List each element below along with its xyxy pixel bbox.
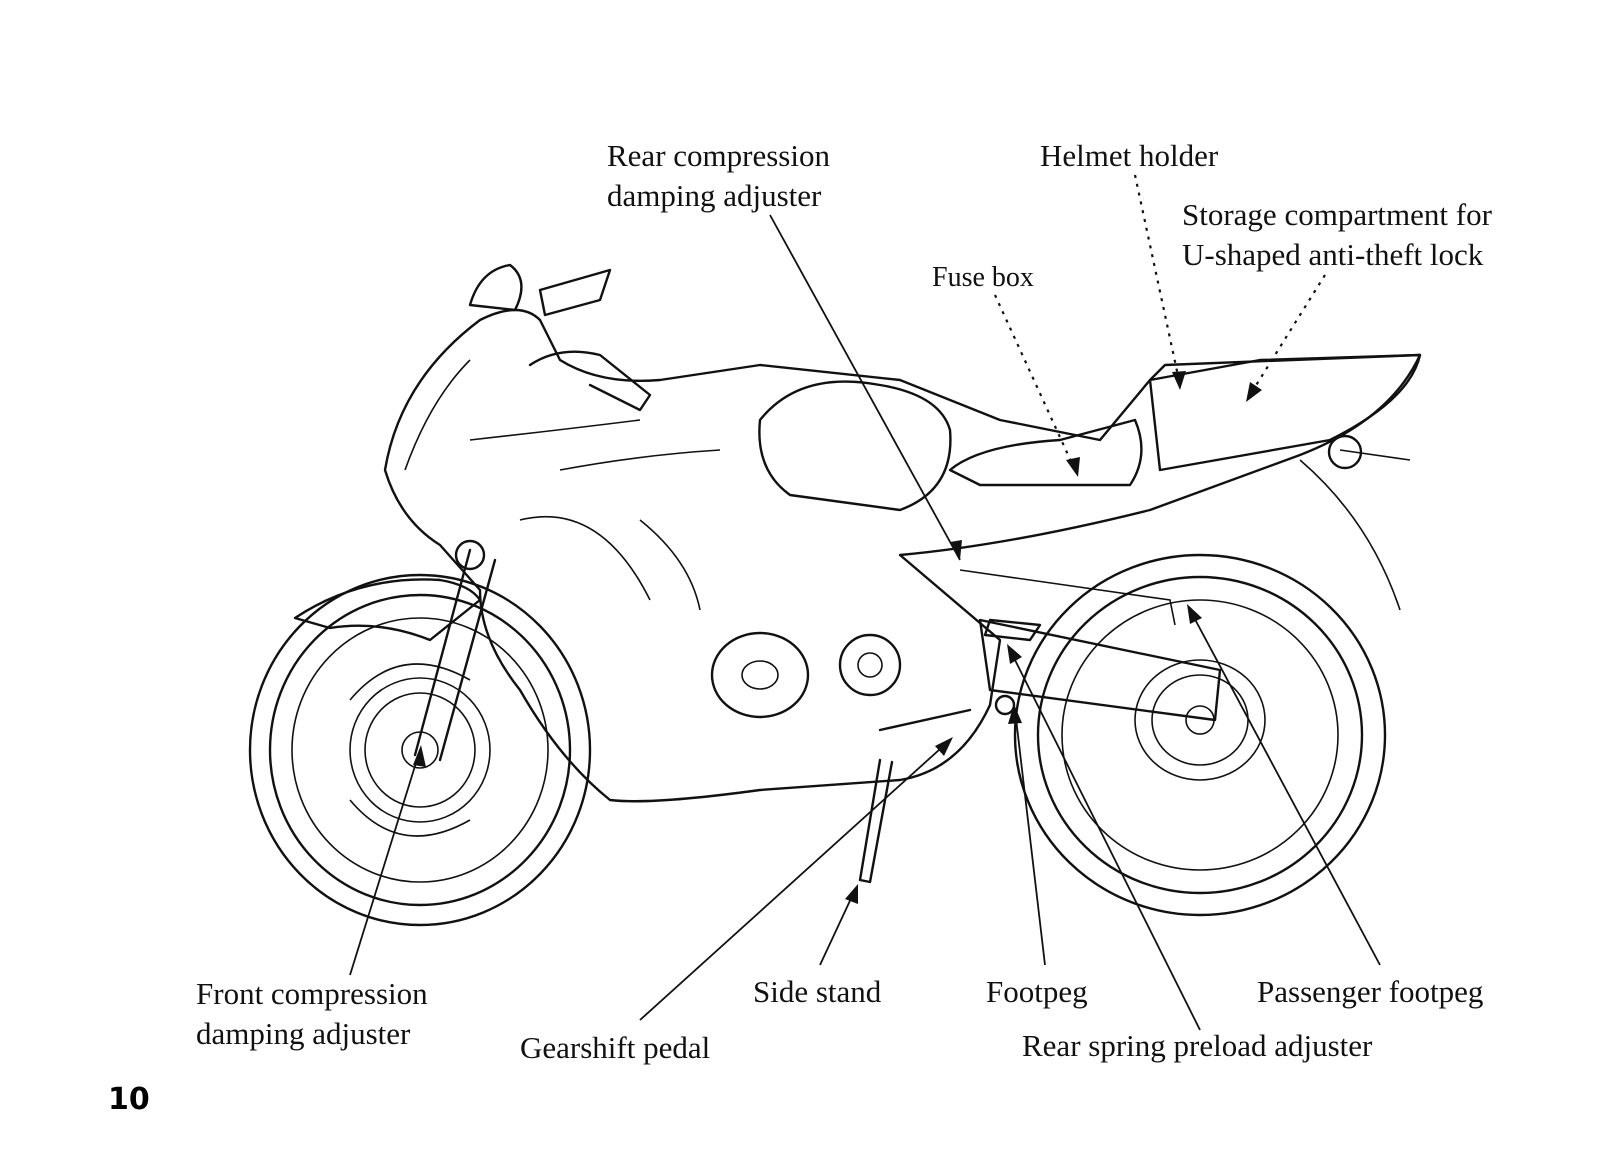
mirror <box>468 263 612 317</box>
handlebar <box>528 350 652 412</box>
leader-fuse-box <box>993 294 1077 471</box>
side-stand-shape <box>858 758 894 884</box>
front-wheel <box>248 573 592 927</box>
label-front-compression: Front compression damping adjuster <box>196 976 428 1051</box>
label-gearshift-pedal: Gearshift pedal <box>520 1030 711 1065</box>
label-fuse-box: Fuse box <box>932 262 1034 293</box>
page-number: 10 <box>108 1082 150 1117</box>
label-storage-compartment: Storage compartment for U-shaped anti-th… <box>1182 197 1492 272</box>
engine-cover <box>710 631 810 719</box>
leader-front-compression <box>349 749 421 976</box>
label-rear-spring-preload: Rear spring preload adjuster <box>1022 1028 1373 1063</box>
leader-passenger-footpeg <box>1189 609 1381 966</box>
tail-section <box>1148 353 1422 472</box>
seat <box>948 418 1143 487</box>
front-fender <box>293 578 482 642</box>
front-fork <box>413 548 497 762</box>
leader-side-stand <box>819 889 856 966</box>
label-footpeg: Footpeg <box>986 974 1088 1009</box>
swingarm <box>978 618 1222 722</box>
leader-rear-spring <box>1009 649 1201 1031</box>
rear-wheel <box>1013 553 1387 917</box>
leader-gearshift <box>639 739 951 1021</box>
leader-helmet-holder <box>1133 174 1182 386</box>
label-passenger-footpeg: Passenger footpeg <box>1257 974 1484 1009</box>
label-rear-compression: Rear compression damping adjuster <box>607 138 830 213</box>
label-helmet-holder: Helmet holder <box>1040 138 1219 173</box>
leader-footpeg <box>1014 709 1046 966</box>
leader-storage <box>1249 274 1326 396</box>
leader-rear-compression <box>769 214 961 561</box>
fuel-tank <box>758 380 952 512</box>
label-side-stand: Side stand <box>753 974 882 1009</box>
